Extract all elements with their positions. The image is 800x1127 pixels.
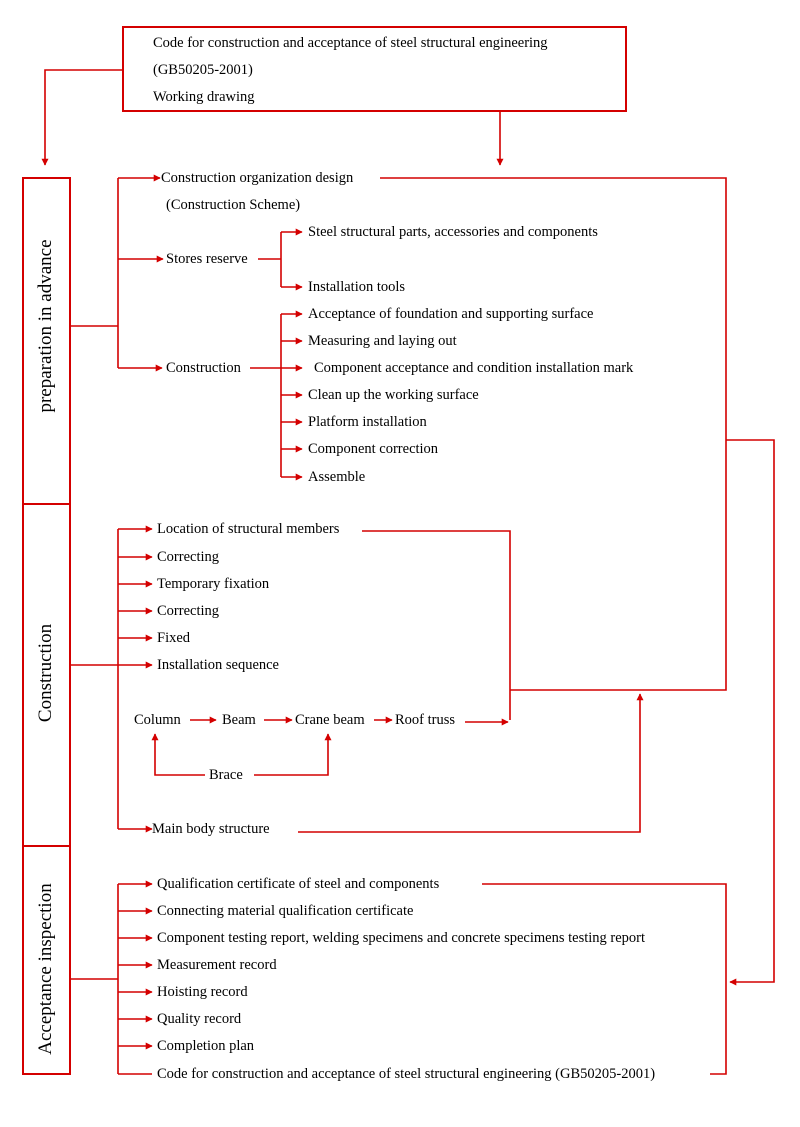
acceptance-item-1: Qualification certificate of steel and c…	[157, 876, 440, 892]
prep-stores-item-2: Installation tools	[308, 279, 406, 295]
sequence-roof-truss: Roof truss	[395, 712, 456, 728]
construction-main-body: Main body structure	[152, 821, 270, 837]
connector-main-body	[298, 693, 644, 833]
prep-construction-item-1: Acceptance of foundation and supporting …	[308, 306, 594, 322]
connector-brace-left	[151, 733, 205, 776]
prep-construction-item-2: Measuring and laying out	[308, 333, 457, 349]
stage-box-acceptance	[22, 845, 71, 1075]
stage-label-preparation: preparation in advance	[35, 239, 56, 413]
top-reference-box	[122, 26, 627, 112]
top-line-1: Code for construction and acceptance of …	[153, 35, 548, 51]
acceptance-item-2: Connecting material qualification certif…	[157, 903, 414, 919]
prep-construction: Construction	[166, 360, 241, 376]
prep-stores: Stores reserve	[166, 251, 248, 267]
acceptance-item-7: Completion plan	[157, 1038, 255, 1054]
stage-label-construction: Construction	[35, 623, 56, 723]
connector-acceptance-right	[482, 883, 727, 1075]
connector-brace-right	[254, 733, 332, 776]
connector-location-loop	[362, 530, 511, 720]
connector-right-to-acceptance	[726, 439, 775, 986]
acceptance-item-4: Measurement record	[157, 957, 277, 973]
prep-construction-item-3: Component acceptance and condition insta…	[314, 360, 634, 376]
acceptance-item-6: Quality record	[157, 1011, 242, 1027]
prep-construction-item-7: Assemble	[308, 469, 366, 485]
prep-construction-item-6: Component correction	[308, 441, 439, 457]
construction-item-3: Temporary fixation	[157, 576, 270, 592]
construction-item-2: Correcting	[157, 549, 220, 565]
sequence-column: Column	[134, 712, 181, 728]
construction-item-5: Fixed	[157, 630, 191, 646]
construction-item-1: Location of structural members	[157, 521, 340, 537]
construction-item-4: Correcting	[157, 603, 220, 619]
acceptance-item-8: Code for construction and acceptance of …	[157, 1066, 656, 1082]
prep-org-design: Construction organization design	[161, 170, 354, 186]
sequence-crane-beam: Crane beam	[295, 712, 365, 728]
prep-construction-item-4: Clean up the working surface	[308, 387, 479, 403]
connector-top-to-prep	[41, 69, 122, 166]
prep-construction-item-5: Platform installation	[308, 414, 427, 430]
stage-label-acceptance: Acceptance inspection	[35, 883, 56, 1055]
sequence-brace: Brace	[209, 767, 243, 783]
acceptance-item-5: Hoisting record	[157, 984, 248, 1000]
prep-org-design-sub: (Construction Scheme)	[166, 197, 301, 213]
top-line-2: (GB50205-2001)	[153, 62, 253, 78]
top-line-3: Working drawing	[153, 89, 255, 105]
acceptance-item-3: Component testing report, welding specim…	[157, 930, 646, 946]
connector-org-right	[380, 177, 727, 691]
construction-item-6: Installation sequence	[157, 657, 279, 673]
sequence-beam: Beam	[222, 712, 256, 728]
prep-stores-item-1: Steel structural parts, accessories and …	[308, 224, 598, 240]
